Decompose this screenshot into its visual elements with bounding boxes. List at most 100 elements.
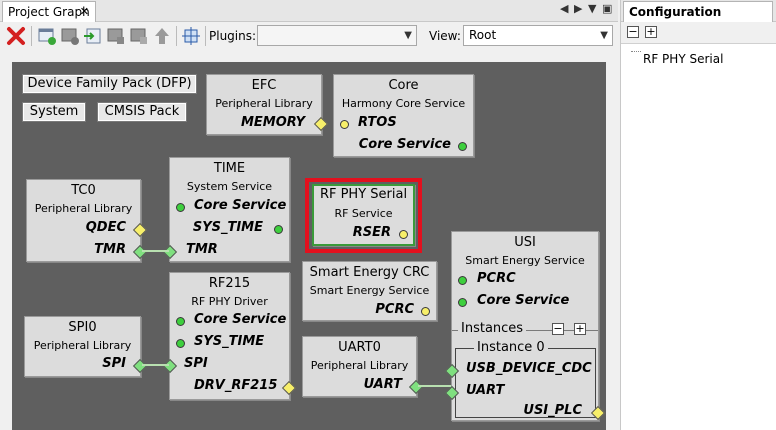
port-connector-icon[interactable] (162, 244, 178, 260)
node-title: USI (514, 235, 536, 250)
cmsis-pack-button[interactable]: CMSIS Pack (97, 102, 187, 122)
node-subtitle: Peripheral Library (310, 359, 409, 372)
tree-item-rf-phy-serial[interactable]: RF PHY Serial (643, 52, 724, 66)
delete-icon[interactable] (6, 26, 26, 46)
port-sys-time: SYS_TIME (192, 220, 263, 235)
port-connector-icon[interactable] (132, 358, 148, 374)
chevron-down-icon: ▼ (404, 30, 412, 41)
tab-right-icon[interactable]: ▶ (574, 2, 583, 15)
port-dot-icon[interactable] (458, 298, 467, 307)
port-rser: RSER (352, 225, 391, 240)
expand-icon[interactable]: + (574, 322, 586, 335)
port-connector-icon[interactable] (281, 380, 297, 396)
close-icon[interactable]: ✕ (79, 5, 89, 18)
import-icon[interactable] (83, 26, 103, 46)
project-graph-toolbar: Plugins: ▼ View: Root ▼ (0, 22, 618, 50)
node-tc0[interactable]: TC0 Peripheral Library QDEC TMR (26, 179, 148, 262)
tab-configuration-options[interactable]: Configuration Options (623, 1, 773, 39)
tab-left-icon[interactable]: ◀ (560, 2, 569, 15)
node-usi[interactable]: USI Smart Energy Service PCRC Core Servi… (444, 231, 606, 421)
graph-canvas[interactable]: Device Family Pack (DFP) System CMSIS Pa… (12, 62, 606, 430)
node-title: SPI0 (68, 320, 97, 335)
node-subtitle: Harmony Core Service (341, 97, 466, 110)
dfp-button[interactable]: Device Family Pack (DFP) (22, 74, 197, 94)
port-connector-icon[interactable] (132, 244, 148, 260)
port-core-service: Core Service (358, 137, 451, 152)
tab-menu-icon[interactable]: ▼ (588, 2, 597, 15)
port-core-service: Core Service (477, 293, 570, 308)
node-core[interactable]: Core Harmony Core Service RTOS Core Serv… (333, 74, 474, 157)
port-dot-icon[interactable] (176, 317, 185, 326)
port-connector-icon[interactable] (162, 358, 178, 374)
node-title: RF215 (208, 276, 251, 291)
node-subtitle: Smart Energy Service (309, 284, 430, 297)
connection-line (418, 385, 451, 387)
instances-label: Instances (458, 321, 527, 336)
port-rtos: RTOS (358, 115, 397, 130)
up-arrow-icon[interactable] (152, 26, 172, 46)
plugins-label: Plugins: (209, 29, 257, 43)
port-dot-icon[interactable] (458, 276, 467, 285)
port-dot-icon[interactable] (399, 230, 408, 239)
node-title: Core (388, 78, 419, 93)
add-component-icon[interactable] (37, 26, 57, 46)
port-memory: MEMORY (240, 115, 305, 130)
port-spi: SPI (102, 356, 126, 371)
node-time[interactable]: TIME System Service Core Service SYS_TIM… (162, 157, 290, 262)
node-rf215[interactable]: RF215 RF PHY Driver Core Service SYS_TIM… (162, 272, 297, 400)
node-title: EFC (251, 78, 277, 93)
expand-all-icon[interactable]: + (645, 25, 657, 38)
port-uart: UART (466, 383, 505, 398)
collapse-icon[interactable]: − (552, 322, 564, 335)
port-pcrc: PCRC (477, 271, 516, 286)
tab-project-graph[interactable]: Project Graph ✕ (2, 1, 96, 22)
node-title: Smart Energy CRC (309, 265, 430, 280)
chevron-down-icon: ▼ (600, 30, 608, 41)
maximize-icon[interactable]: ▣ (602, 2, 613, 15)
port-core-service: Core Service (194, 198, 287, 213)
node-title: TC0 (71, 183, 96, 198)
node-spi0[interactable]: SPI0 Peripheral Library SPI (24, 316, 148, 377)
instance-0-label: Instance 0 (474, 340, 548, 355)
port-core-service: Core Service (194, 312, 287, 327)
collapse-all-icon[interactable]: − (627, 25, 639, 38)
port-dot-icon[interactable] (421, 307, 430, 316)
port-connector-icon[interactable] (132, 222, 148, 238)
node-subtitle: RF Service (334, 207, 393, 220)
node-smart-energy-crc[interactable]: Smart Energy CRC Smart Energy Service PC… (302, 261, 437, 321)
node-rf-phy-serial[interactable]: RF PHY Serial RF Service RSER (312, 184, 415, 246)
node-efc[interactable]: EFC Peripheral Library MEMORY (206, 74, 329, 135)
connection-line (142, 364, 169, 366)
port-sys-time: SYS_TIME (194, 334, 265, 349)
port-connector-icon[interactable] (408, 379, 424, 395)
port-dot-icon[interactable] (176, 203, 185, 212)
port-tmr: TMR (94, 242, 126, 257)
node-title: RF PHY Serial (319, 187, 408, 202)
ungroup-icon[interactable] (129, 26, 149, 46)
port-drv-rf215: DRV_RF215 (194, 378, 278, 393)
fit-view-icon[interactable] (181, 26, 201, 46)
selection-highlight (305, 178, 422, 253)
node-subtitle: Smart Energy Service (465, 254, 585, 267)
port-dot-icon[interactable] (458, 142, 467, 151)
port-tmr: TMR (186, 242, 218, 257)
node-uart0[interactable]: UART0 Peripheral Library UART (302, 336, 424, 397)
port-dot-icon[interactable] (340, 120, 349, 129)
group-icon[interactable] (106, 26, 126, 46)
node-title: UART0 (338, 340, 381, 355)
plugins-dropdown[interactable]: ▼ (257, 25, 417, 46)
port-dot-icon[interactable] (176, 339, 185, 348)
project-graph-panel: Project Graph ✕ ◀ ▶ ▼ ▣ (0, 0, 618, 430)
port-pcrc: PCRC (375, 302, 414, 317)
system-button[interactable]: System (22, 102, 86, 122)
tab-label: Project Graph (8, 5, 90, 19)
port-dot-icon[interactable] (274, 225, 283, 234)
remove-component-icon[interactable] (60, 26, 80, 46)
port-spi: SPI (184, 356, 208, 371)
port-uart: UART (363, 377, 402, 392)
tree-connector (631, 51, 641, 52)
view-dropdown[interactable]: Root ▼ (463, 25, 613, 46)
configuration-options-panel: Configuration Options − + RF PHY Serial (620, 0, 776, 430)
port-connector-icon[interactable] (313, 116, 329, 132)
node-subtitle: Peripheral Library (34, 202, 133, 215)
